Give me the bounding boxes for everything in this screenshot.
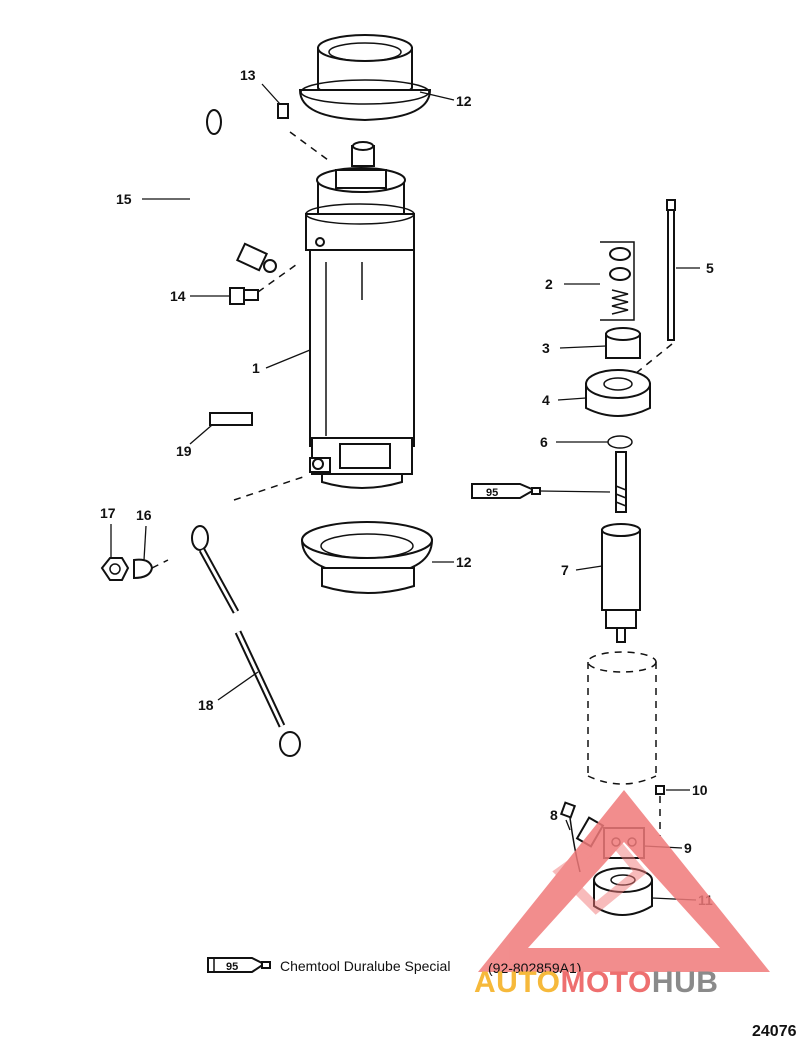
tube-label: 95 xyxy=(486,487,498,499)
battery-cable xyxy=(194,109,277,273)
callout-1: 1 xyxy=(252,360,260,376)
armature xyxy=(601,451,641,643)
watermark-triangle-icon xyxy=(478,790,770,972)
spring-assembly xyxy=(600,241,635,321)
legend-part-number: (92-802859A1) xyxy=(488,960,581,976)
callout-8: 8 xyxy=(550,807,558,823)
callout-18: 18 xyxy=(198,697,214,713)
callout-17: 17 xyxy=(100,505,116,521)
lubricant-tube: 95 xyxy=(471,483,611,499)
legend-description: Chemtool Duralube Special xyxy=(280,958,450,974)
starter-motor-body xyxy=(233,141,415,501)
callout-16: 16 xyxy=(136,507,152,523)
legend-tube-label: 95 xyxy=(226,961,238,973)
figure-number: 24076 xyxy=(752,1023,797,1040)
watermark-logo xyxy=(478,790,770,972)
spacer-part xyxy=(209,412,253,426)
field-frame-outline xyxy=(587,651,657,785)
drive-gear xyxy=(605,327,641,359)
o-ring xyxy=(607,435,633,449)
callout-7: 7 xyxy=(561,562,569,578)
clip-part xyxy=(277,103,329,161)
collar-ring-top xyxy=(298,34,432,122)
callout-4: 4 xyxy=(542,392,550,408)
end-cap xyxy=(585,369,651,417)
watermark-text: AUTOMOTOHUB xyxy=(474,966,718,999)
callout-12-bottom: 12 xyxy=(456,554,472,570)
bolt-part xyxy=(229,261,301,305)
callout-15: 15 xyxy=(116,191,132,207)
nut-and-washer xyxy=(100,557,169,581)
watermark-moto: MOTO xyxy=(560,966,651,999)
callout-14: 14 xyxy=(170,288,186,304)
callout-10: 10 xyxy=(692,782,708,798)
watermark-hub: HUB xyxy=(652,966,719,999)
callout-2: 2 xyxy=(545,276,553,292)
callout-6: 6 xyxy=(540,434,548,450)
leader-lines xyxy=(110,83,700,901)
callout-12-top: 12 xyxy=(456,93,472,109)
callout-9: 9 xyxy=(684,840,692,856)
watermark-auto: AUTO xyxy=(474,966,560,999)
small-screw xyxy=(655,785,665,836)
callout-13: 13 xyxy=(240,67,256,83)
callout-3: 3 xyxy=(542,340,550,356)
callout-19: 19 xyxy=(176,443,192,459)
jumper-cable xyxy=(191,525,301,757)
callout-5: 5 xyxy=(706,260,714,276)
collar-ring-bottom xyxy=(300,521,434,594)
lubricant-legend: 95 Chemtool Duralube Special (92-802859A… xyxy=(207,957,581,976)
